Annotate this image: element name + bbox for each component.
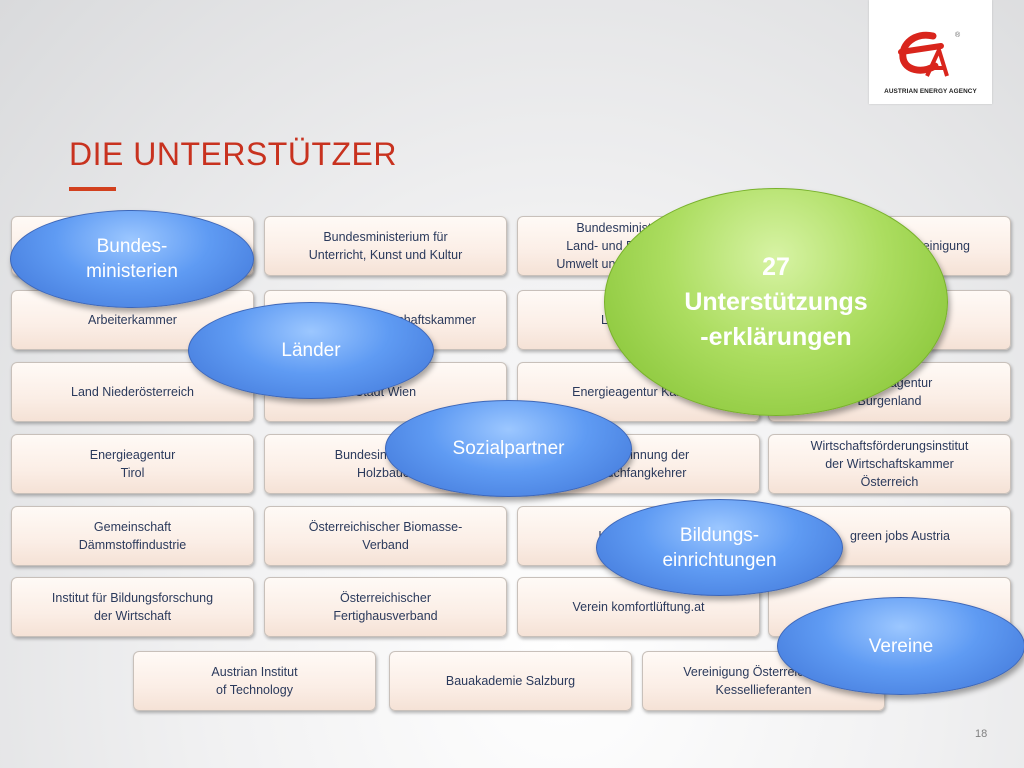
supporter-card: Austrian Institut of Technology xyxy=(133,651,376,711)
agency-name: AUSTRIAN ENERGY AGENCY xyxy=(884,88,977,95)
supporter-card: Österreichischer Biomasse- Verband xyxy=(264,506,507,566)
supporter-card: Österreichischer Fertighausverband xyxy=(264,577,507,637)
supporter-card: Verein komfortlüftung.at xyxy=(517,577,760,637)
supporter-card: Institut für Bildungsforschung der Wirts… xyxy=(11,577,254,637)
supporter-card: Bundesministerium für Unterricht, Kunst … xyxy=(264,216,507,276)
supporter-card: Gemeinschaft Dämmstoffindustrie xyxy=(11,506,254,566)
category-oval-bundesministerien: Bundes- ministerien xyxy=(10,210,254,308)
category-oval-laender: Länder xyxy=(188,302,434,399)
supporter-count-label: Unterstützungs -erklärungen xyxy=(684,287,868,351)
category-oval-vereine: Vereine xyxy=(777,597,1024,695)
supporter-card: Energieagentur Tirol xyxy=(11,434,254,494)
title-underline xyxy=(69,187,116,191)
ea-logo-icon xyxy=(898,31,949,77)
page-number: 18 xyxy=(975,728,988,740)
registered-mark: ® xyxy=(955,32,961,39)
supporter-card: Wirtschaftsförderungsinstitut der Wirtsc… xyxy=(768,434,1011,494)
category-oval-sozialpartner: Sozialpartner xyxy=(385,400,632,497)
supporter-count: 27 xyxy=(762,252,790,281)
agency-logo: ® AUSTRIAN ENERGY AGENCY xyxy=(869,0,992,104)
page-title: DIE UNTERSTÜTZER xyxy=(69,136,397,172)
category-oval-bildungseinrichtungen: Bildungs- einrichtungen xyxy=(596,499,843,596)
supporter-card: Bauakademie Salzburg xyxy=(389,651,632,711)
supporter-count-oval: 27 Unterstützungs -erklärungen xyxy=(604,188,948,416)
